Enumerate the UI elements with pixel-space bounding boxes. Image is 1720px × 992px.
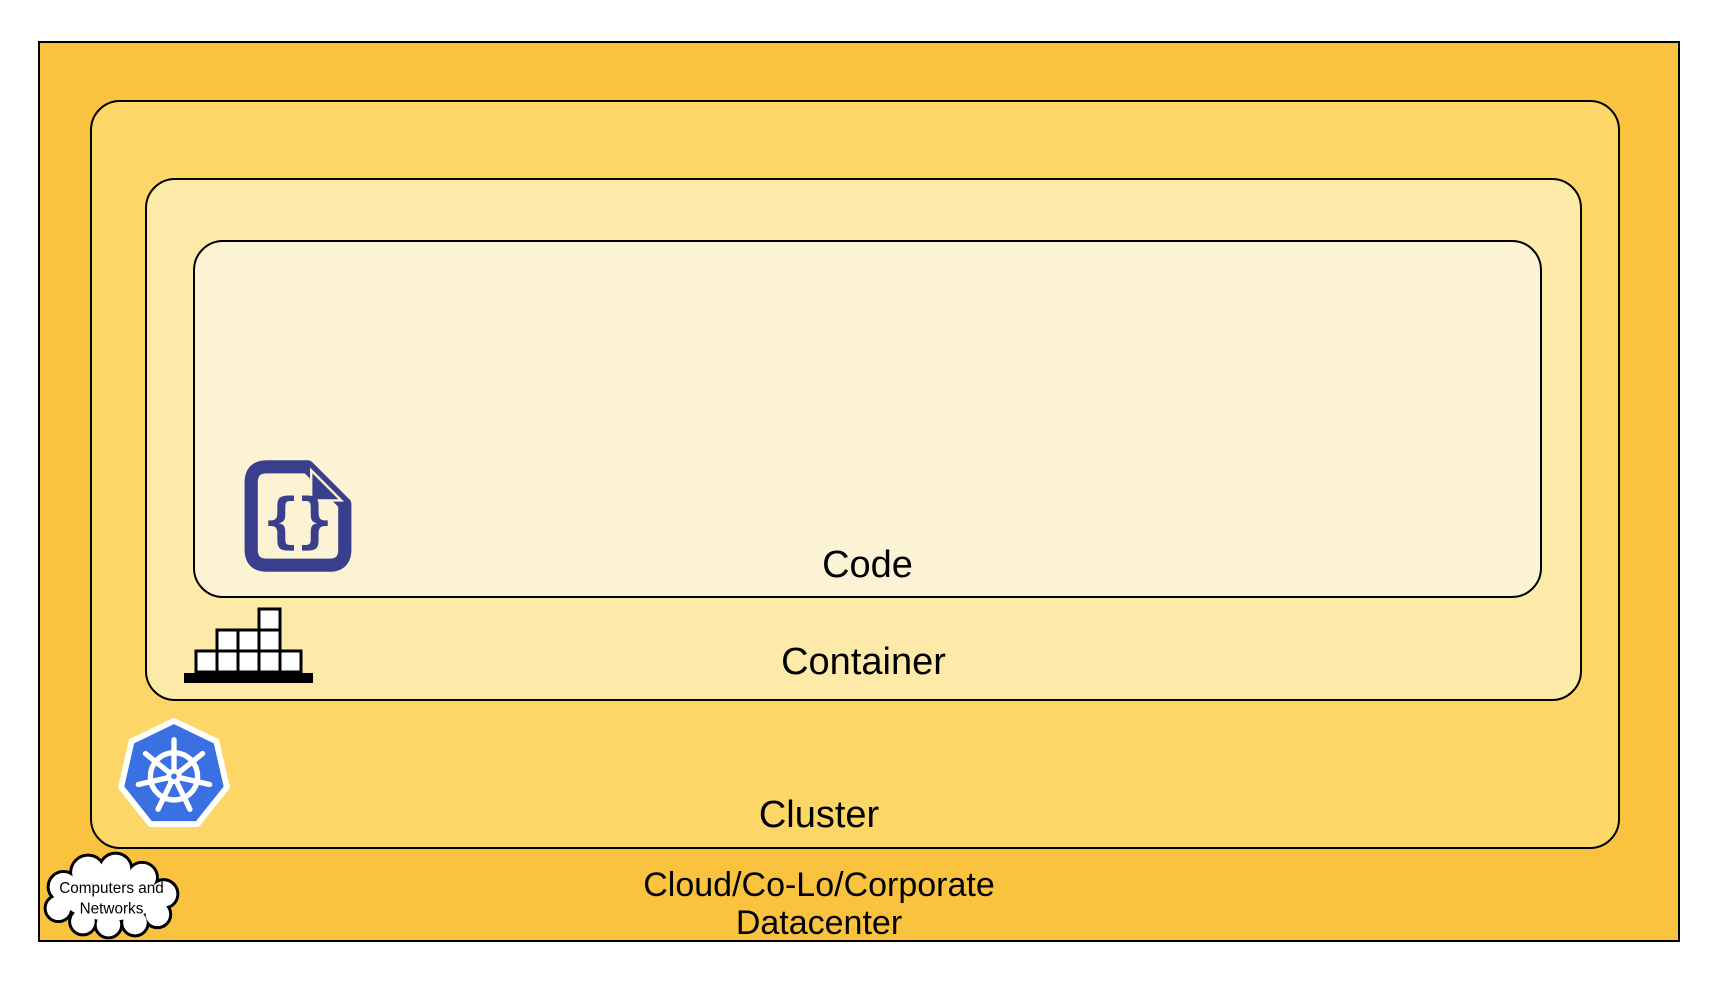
cloud-icon-svg: Computers and Networks xyxy=(43,851,180,940)
cluster-label: Cluster xyxy=(758,794,880,836)
block xyxy=(278,649,303,674)
helm-hub-dot xyxy=(171,773,177,780)
datacenter-label: Cloud/Co-Lo/Corporate Datacenter xyxy=(0,866,1640,942)
block-base-bar xyxy=(184,673,313,683)
document-fold-corner xyxy=(310,467,345,502)
kubernetes-icon xyxy=(115,710,233,838)
container-blocks-icon xyxy=(181,606,317,686)
block xyxy=(257,607,282,632)
cloud-body-fill xyxy=(46,854,177,937)
datacenter-label-line2: Datacenter xyxy=(735,904,903,942)
code-file-icon: {} xyxy=(238,455,358,577)
block xyxy=(236,628,261,653)
kubernetes-icon-svg xyxy=(118,717,230,827)
code-label: Code xyxy=(822,544,913,586)
braces-glyph: {} xyxy=(263,486,330,556)
block xyxy=(257,649,282,674)
block xyxy=(194,649,219,674)
block xyxy=(215,628,240,653)
code-file-icon-svg: {} xyxy=(244,460,352,572)
cloud-label-line2: Networks xyxy=(80,900,144,917)
datacenter-label-line1: Cloud/Co-Lo/Corporate xyxy=(643,866,995,904)
block xyxy=(215,649,240,674)
cloud-callout: Computers and Networks xyxy=(37,850,187,940)
block xyxy=(257,628,282,653)
block-grid xyxy=(194,607,303,674)
container-blocks-icon-svg xyxy=(184,607,313,683)
cloud-label-line1: Computers and xyxy=(59,880,164,897)
code-layer-box xyxy=(193,240,1542,598)
container-label: Container xyxy=(781,641,946,683)
document-outline xyxy=(244,460,352,572)
block xyxy=(236,649,261,674)
